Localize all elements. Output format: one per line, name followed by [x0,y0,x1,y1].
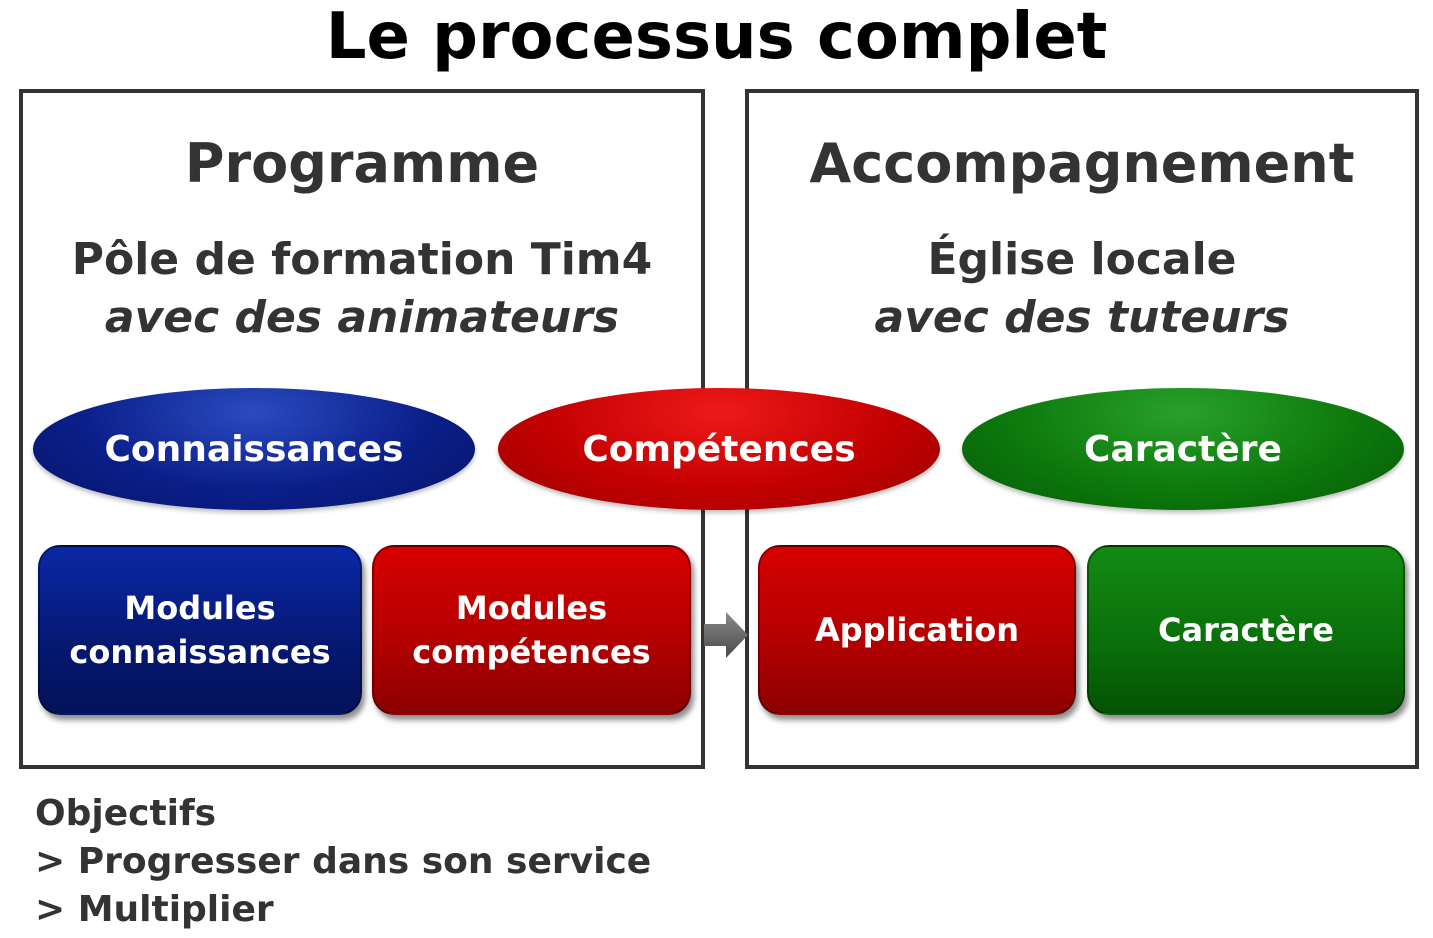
box-modules-competences-line2: compétences [412,633,651,671]
ellipse-connaissances-label: Connaissances [104,428,404,470]
box-modules-connaissances: Modules connaissances [38,545,362,715]
box-caractere-label: Caractère [1158,611,1334,649]
programme-heading: Programme [184,132,540,195]
accompagnement-subtitle: Église locale [927,234,1237,285]
objectives-heading: Objectifs [35,793,217,834]
objective-item: > Multiplier [35,889,274,930]
box-modules-connaissances-line2: connaissances [69,633,331,671]
box-modules-competences: Modules compétences [372,545,691,715]
box-modules-connaissances-line1: Modules [124,589,276,627]
ellipse-connaissances: Connaissances [33,388,475,510]
objectives-block: Objectifs > Progresser dans son service … [35,790,651,934]
ellipse-competences: Compétences [498,388,940,510]
accompagnement-subtitle-italic: avec des tuteurs [874,292,1290,343]
box-application-label: Application [814,611,1020,649]
box-application: Application [758,545,1076,715]
box-caractere: Caractère [1087,545,1405,715]
ellipse-caractere-label: Caractère [1084,428,1282,470]
programme-subtitle-italic: avec des animateurs [104,292,620,343]
page-title: Le processus complet [325,0,1108,74]
programme-subtitle: Pôle de formation Tim4 [71,234,653,285]
box-modules-competences-line1: Modules [455,589,608,627]
objective-item: > Progresser dans son service [35,841,652,882]
ellipse-caractere: Caractère [962,388,1404,510]
ellipse-competences-label: Compétences [582,428,856,470]
accompagnement-heading: Accompagnement [809,132,1355,195]
right-arrow-icon [704,612,748,658]
